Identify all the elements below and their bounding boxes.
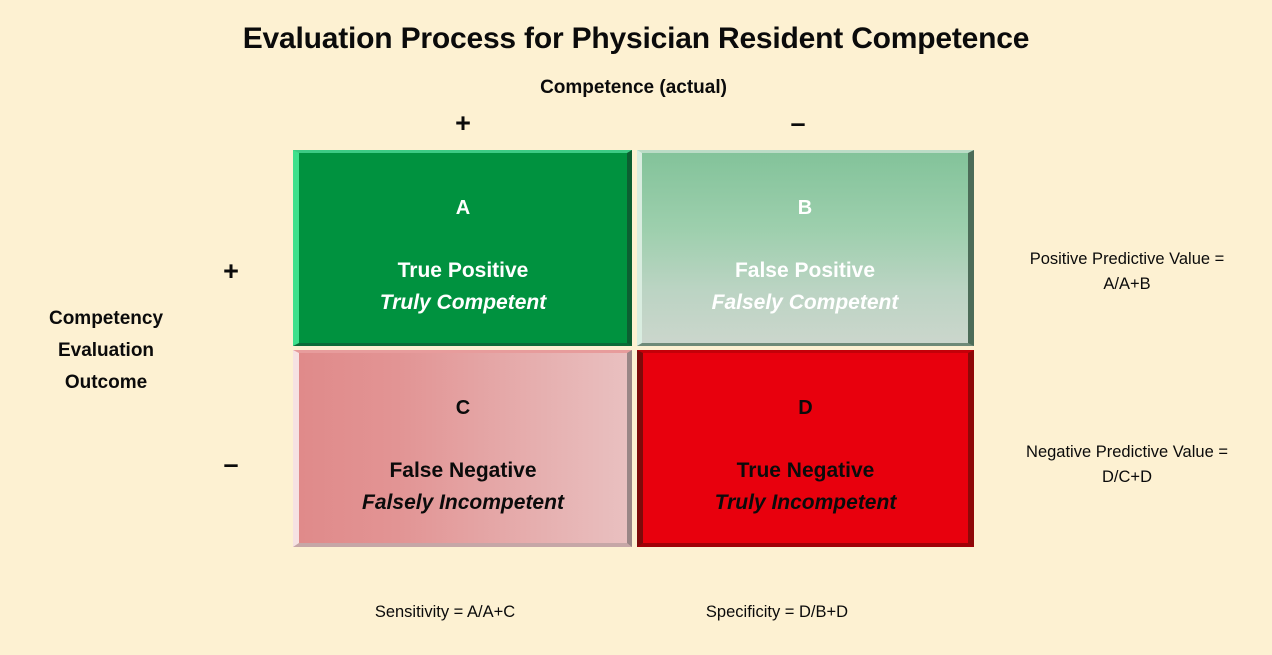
npv-line-2: D/C+D (1102, 468, 1152, 486)
row-axis-title-line-3: Outcome (64, 372, 148, 393)
ppv-line-1: Positive Predictive Value = (1029, 250, 1225, 268)
matrix-cell-false-positive[interactable]: B False Positive Falsely Competent (637, 150, 974, 346)
column-negative-sign: – (790, 108, 806, 138)
column-positive-sign: + (455, 108, 471, 138)
cell-letter: B (797, 197, 813, 219)
cell-main-label: False Negative (389, 459, 537, 482)
positive-predictive-value-note: Positive Predictive Value = A/A+B (982, 247, 1272, 297)
column-axis-title: Competence (actual) (540, 77, 727, 98)
cell-sub-label: Falsely Incompetent (362, 491, 564, 514)
row-axis-title-line-2: Evaluation (57, 340, 155, 361)
confusion-matrix: A True Positive Truly Competent B False … (293, 150, 974, 547)
row-negative-sign: – (223, 449, 239, 479)
matrix-cell-false-negative[interactable]: C False Negative Falsely Incompetent (293, 350, 632, 547)
cell-letter: C (455, 397, 471, 419)
npv-line-1: Negative Predictive Value = (1026, 443, 1228, 461)
matrix-cell-true-positive[interactable]: A True Positive Truly Competent (293, 150, 632, 346)
cell-sub-label: Truly Incompetent (714, 491, 897, 514)
cell-sub-label: Truly Competent (379, 291, 547, 314)
ppv-line-2: A/A+B (1103, 275, 1151, 293)
cell-main-label: True Positive (397, 259, 529, 282)
row-positive-sign: + (223, 256, 239, 286)
specificity-note: Specificity = D/B+D (705, 603, 849, 621)
sensitivity-note: Sensitivity = A/A+C (374, 603, 516, 621)
negative-predictive-value-note: Negative Predictive Value = D/C+D (982, 440, 1272, 490)
cell-letter: A (455, 197, 471, 219)
row-axis-title-line-1: Competency (48, 308, 164, 329)
row-axis-title: Competency Evaluation Outcome (6, 303, 206, 399)
cell-sub-label: Falsely Competent (711, 291, 899, 314)
cell-main-label: False Positive (734, 259, 876, 282)
page-title: Evaluation Process for Physician Residen… (242, 22, 1030, 55)
cell-letter: D (798, 397, 813, 419)
matrix-cell-true-negative[interactable]: D True Negative Truly Incompetent (637, 350, 974, 547)
cell-main-label: True Negative (736, 459, 875, 482)
